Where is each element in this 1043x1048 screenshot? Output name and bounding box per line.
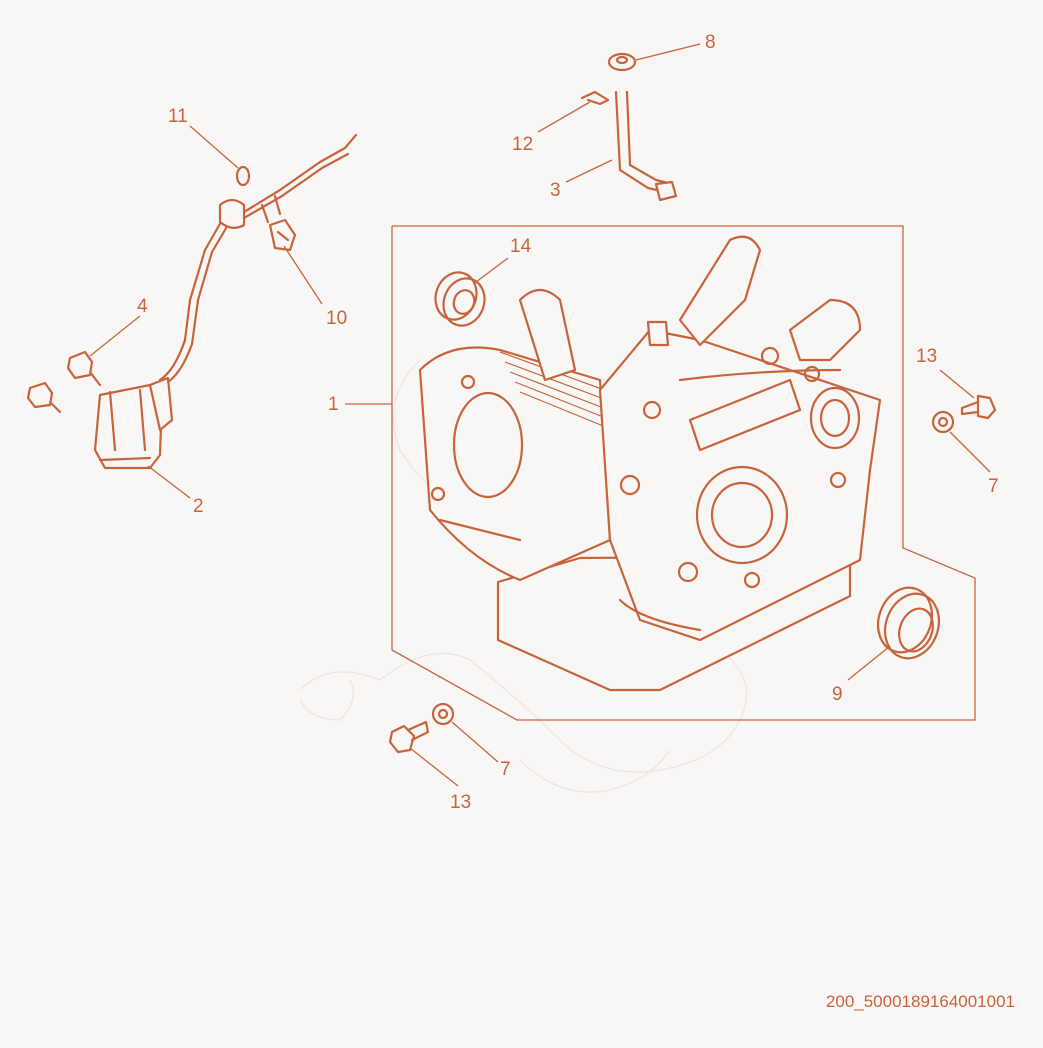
bolt-part-bottom: [388, 720, 430, 754]
callout-4: 4: [137, 296, 148, 317]
callout-2: 2: [193, 496, 204, 517]
callout-13-bottom: 13: [450, 792, 471, 813]
leader-lines: [89, 43, 991, 787]
washer-part-right: [931, 410, 955, 434]
washer-part-right-hole: [937, 416, 949, 428]
assembly-group-frame: [391, 225, 976, 721]
callout-10: 10: [326, 308, 347, 329]
callout-14: 14: [510, 236, 532, 257]
callout-3: 3: [550, 180, 561, 201]
retaining-clip-part: [580, 90, 610, 106]
screw-part-secondary: [26, 381, 62, 414]
clip-part: [268, 218, 297, 252]
bolt-part-right: [960, 394, 997, 420]
screw-part: [66, 350, 102, 387]
ignition-coil-part: [93, 133, 358, 470]
nut-part: [607, 52, 637, 72]
callout-7-bottom: 7: [500, 759, 511, 780]
callout-11: 11: [168, 106, 188, 127]
callout-12: 12: [512, 134, 533, 155]
washer-part-bottom: [431, 702, 455, 726]
oil-seal-part: [876, 586, 941, 660]
callout-13-right: 13: [916, 346, 937, 367]
rod-part: [614, 90, 678, 202]
washer-part-bottom-hole: [437, 708, 449, 720]
callout-1: 1: [328, 394, 339, 415]
crankcase-block-part: [418, 235, 882, 692]
document-id-label: 200_5000189164001001: [825, 992, 1015, 1011]
callout-8: 8: [705, 32, 716, 53]
callout-9: 9: [832, 684, 843, 705]
callout-7-right: 7: [988, 476, 999, 497]
small-nut-part: [235, 165, 251, 187]
bearing-seal-part: [434, 271, 486, 327]
